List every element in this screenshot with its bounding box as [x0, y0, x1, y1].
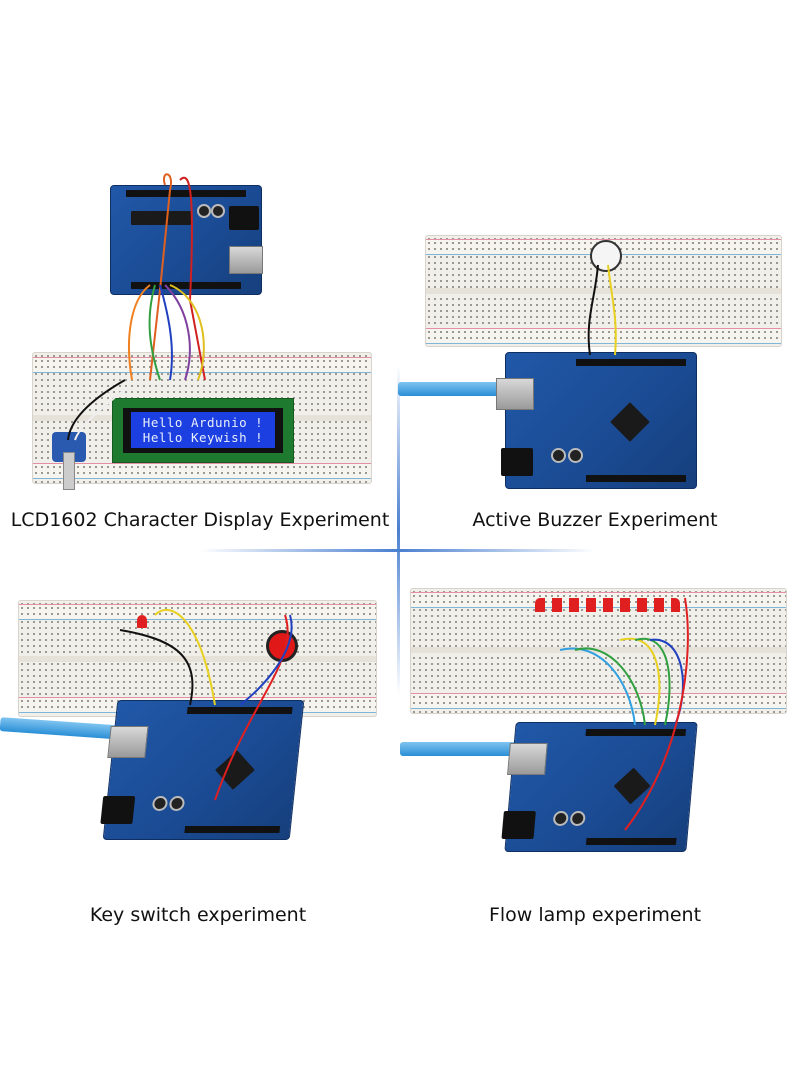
potentiometer-knob: [63, 452, 75, 490]
divider-horizontal: [200, 549, 595, 552]
red-led-row: [535, 598, 680, 612]
red-led: [137, 615, 147, 628]
divider-vertical: [397, 365, 400, 695]
caption-active-buzzer: Active Buzzer Experiment: [472, 509, 718, 531]
buzzer: [590, 240, 622, 272]
breadboard: [425, 235, 782, 347]
usb-cable: [400, 742, 520, 756]
caption-flow-lamp: Flow lamp experiment: [488, 904, 702, 926]
lcd-line-1: Hello Ardunio !: [142, 415, 264, 430]
breadboard: [32, 352, 372, 484]
lcd1602-module: Hello Ardunio ! Hello Keywish !: [112, 398, 294, 463]
lcd-line-2: Hello Keywish !: [142, 430, 264, 445]
caption-key-switch: Key switch experiment: [89, 904, 307, 926]
arduino-board: [496, 352, 697, 489]
caption-lcd1602: LCD1602 Character Display Experiment: [10, 509, 390, 531]
usb-cable: [398, 382, 508, 396]
lcd-display: Hello Ardunio ! Hello Keywish !: [131, 412, 275, 448]
arduino-board: [110, 185, 263, 295]
